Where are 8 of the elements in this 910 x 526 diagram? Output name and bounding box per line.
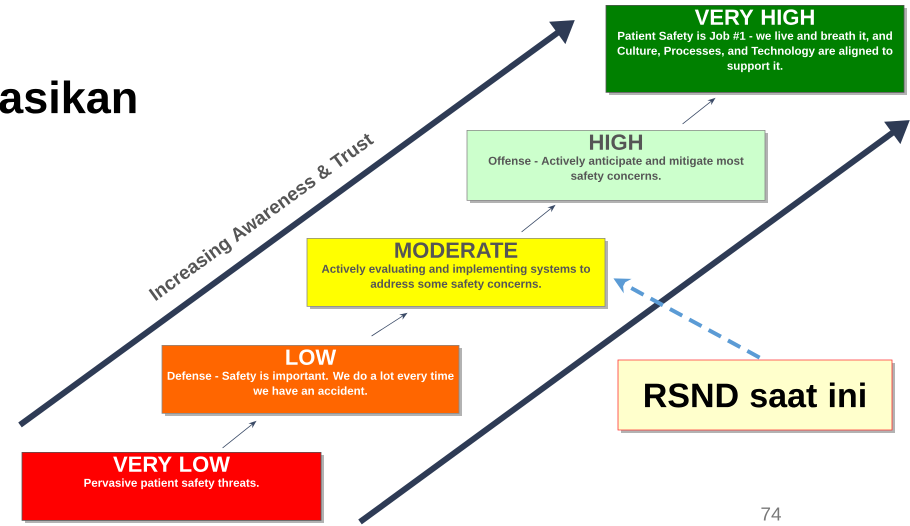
level-box: LOW Defense - Safety is important. We do a lot every time we have an accident. xyxy=(162,344,462,416)
level-box: HIGH Offense - Actively anticipate and mitigate most safety concerns. xyxy=(466,130,768,203)
title: asikan xyxy=(0,80,136,114)
page-number: 74 xyxy=(761,507,781,521)
callout-box: RSND saat ini xyxy=(618,360,895,433)
level-box: VERY HIGH Patient Safety is Job #1 - we live and breath it, and Culture, Processes, and Technology are aligned to support it. xyxy=(606,4,907,95)
level-box: MODERATE Actively evaluating and implementing systems to address some safety concerns. xyxy=(306,238,608,309)
level-box: VERY LOW Pervasive patient safety threats. xyxy=(22,452,324,523)
